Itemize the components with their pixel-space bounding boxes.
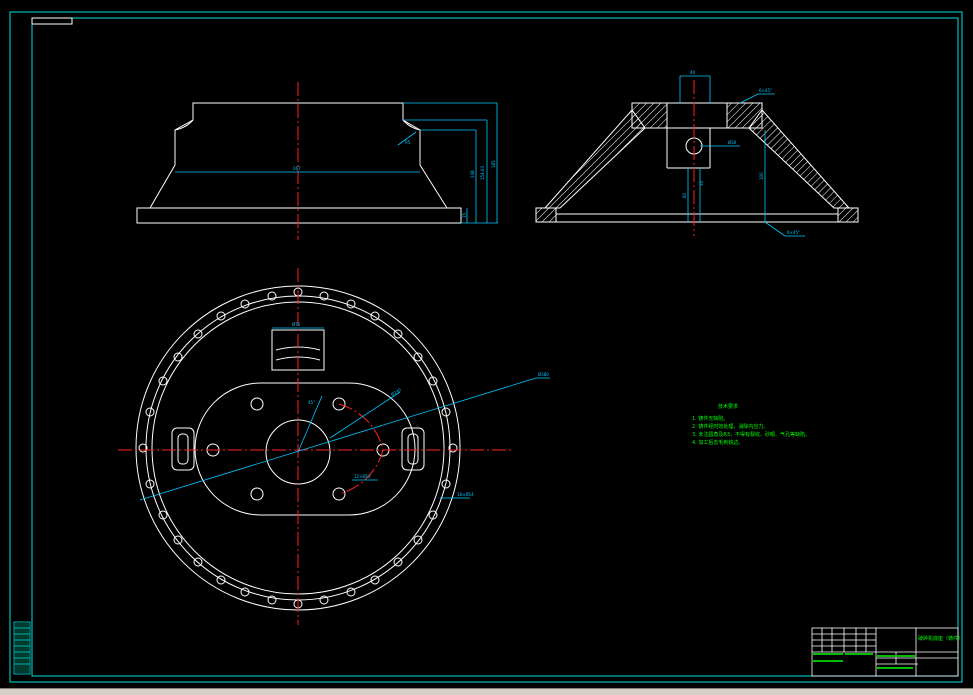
section-view-dim-text: 40 6×45° Ø30 60 35 100 6×45° bbox=[682, 70, 800, 235]
section-right-foot bbox=[837, 207, 859, 223]
plan-left-slot bbox=[171, 427, 195, 471]
front-view bbox=[136, 102, 462, 224]
dim-holes: 12×Ø12 bbox=[354, 474, 371, 479]
section-left-foot bbox=[535, 207, 557, 223]
dim-slot: Ø70 bbox=[292, 322, 301, 327]
dim-depth: 60 bbox=[682, 192, 687, 198]
notes-title: 技术要求 bbox=[718, 403, 738, 410]
front-view-body bbox=[149, 102, 448, 209]
plan-center-oval bbox=[194, 382, 416, 516]
dim-top-width: 40 bbox=[690, 70, 696, 75]
dim-circle: Ø380 bbox=[538, 372, 549, 377]
plan-right-slot bbox=[401, 427, 425, 471]
dim-chamfer-top: 6×45° bbox=[759, 88, 772, 93]
front-view-fillet-left bbox=[174, 119, 194, 131]
dim-base-15: 15 bbox=[462, 212, 467, 218]
front-view-base-plate bbox=[136, 207, 462, 224]
dim-height-154: 154.03 bbox=[480, 166, 485, 180]
dim-inner: 35 bbox=[699, 180, 704, 186]
section-center-boss bbox=[666, 102, 728, 129]
dim-chamfer-bottom: 6×45° bbox=[787, 230, 800, 235]
section-left-wall bbox=[543, 109, 646, 209]
outer-sheet-border bbox=[9, 11, 963, 683]
binding-margin-table bbox=[13, 621, 31, 675]
front-view-fillet-right bbox=[402, 119, 421, 131]
inner-sheet-border bbox=[31, 17, 959, 677]
corner-label-box bbox=[31, 17, 73, 25]
plan-view-centerlines bbox=[118, 268, 512, 625]
dim-angle: 45° bbox=[308, 400, 315, 405]
plan-view bbox=[135, 285, 461, 611]
plan-view-dimensions bbox=[139, 327, 550, 501]
dim-width-267: 267 bbox=[293, 166, 301, 171]
front-view-dim-text: 267 148 154.03 185 R5 15 bbox=[293, 140, 496, 218]
dim-height-185: 185 bbox=[491, 160, 496, 168]
dim-outer-holes: 18×Ø14 bbox=[457, 492, 474, 497]
notes-item-1: 1. 铸件无缺陷。 bbox=[692, 415, 728, 422]
title-part-name: 破碎机底座（铸件） bbox=[918, 635, 963, 642]
status-bar bbox=[0, 688, 973, 695]
dim-height: 100 bbox=[759, 172, 764, 180]
section-view bbox=[535, 102, 859, 223]
dim-bolt-circle: Ø140 bbox=[390, 387, 402, 397]
section-right-wall bbox=[748, 109, 851, 209]
title-block-text: 破碎机底座（铸件） bbox=[918, 635, 963, 642]
technical-notes: 技术要求 1. 铸件无缺陷。 2. 铸件经时效处理，消除内应力。 3. 未注圆角… bbox=[692, 403, 810, 446]
title-block bbox=[811, 627, 959, 677]
dim-hole: Ø30 bbox=[728, 140, 737, 145]
dim-radius: R5 bbox=[405, 140, 411, 145]
title-block-fills bbox=[813, 653, 915, 669]
front-view-dimensions bbox=[175, 102, 498, 224]
section-view-dimensions bbox=[679, 75, 805, 237]
notes-item-3: 3. 未注圆角及R3，不得有裂纹、砂眼、气孔等缺陷。 bbox=[692, 431, 810, 438]
notes-item-4: 4. 加工后去毛刺锐边。 bbox=[692, 439, 743, 446]
dim-height-148: 148 bbox=[470, 170, 475, 178]
plan-view-dim-text: Ø70 Ø380 Ø140 12×Ø12 18×Ø14 45° bbox=[292, 322, 549, 497]
notes-item-2: 2. 铸件经时效处理，消除内应力。 bbox=[692, 423, 768, 430]
